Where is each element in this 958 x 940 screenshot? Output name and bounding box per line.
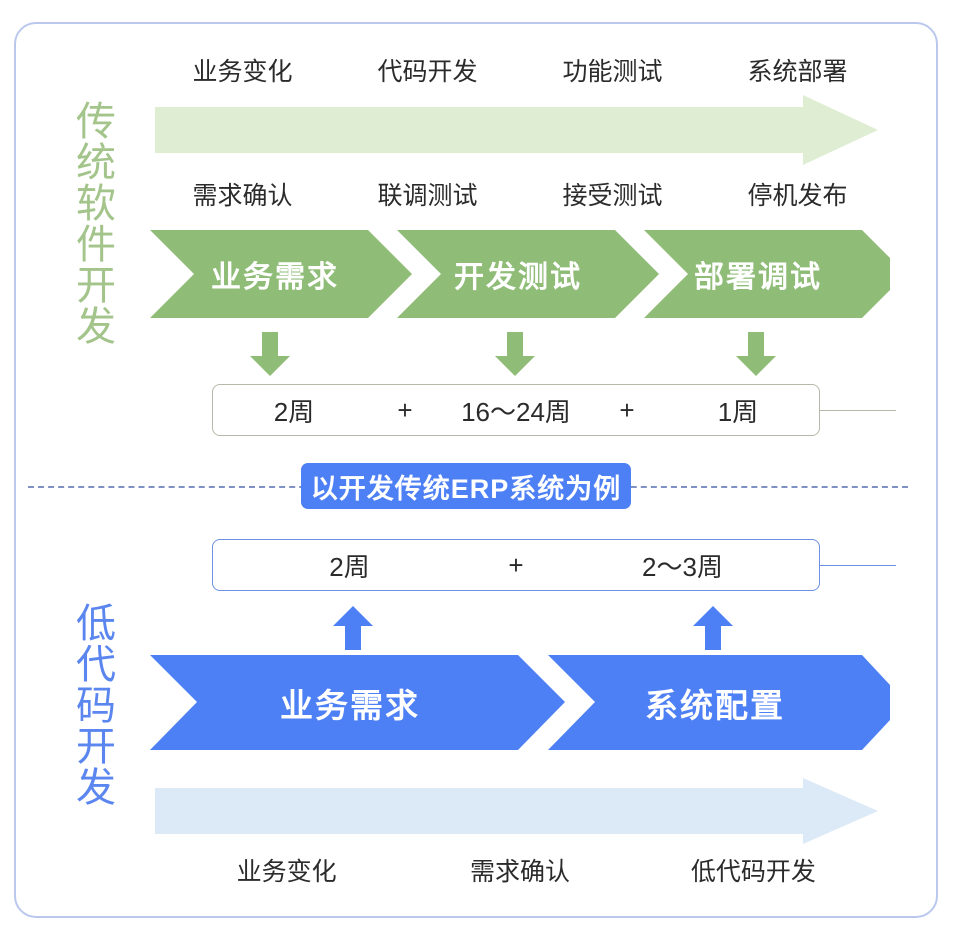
lowcode-duration-tail [820,565,896,566]
lowcode-stage-chevrons: 业务需求 系统配置 [150,655,890,750]
up-arrow-glyph [693,606,733,650]
down-arrow-glyph [495,332,535,376]
up-arrow-glyph [333,606,373,650]
traditional-bottom-captions: 需求确认 联调测试 接受测试 停机发布 [150,176,890,210]
caption-text: 接受测试 [562,182,663,210]
up-arrow-icon-1 [333,606,373,650]
lowcode-duration-box: 2周 + 2～3周 [212,539,820,591]
stage-label: 开发测试 [454,261,582,294]
duration-value: 2周 [273,396,315,427]
section-label-traditional: 传统软件开发 [70,100,114,346]
caption-text: 代码开发 [377,58,478,86]
outer-frame [14,22,938,918]
plus-sign: + [619,394,635,425]
right-arrow-icon [155,778,878,844]
chevron-shape-1 [150,230,412,318]
down-arrow-glyph [736,332,776,376]
down-arrow-icon-2 [495,332,535,376]
caption-text: 需求确认 [469,858,570,886]
caption-text: 系统部署 [747,58,848,86]
chevron-shape-2 [397,230,659,318]
chevron-shapes [150,230,890,318]
down-arrow-icon-3 [736,332,776,376]
section-label-lowcode: 低代码开发 [70,602,114,807]
lowcode-timeline-arrow [155,778,878,844]
stage-label: 业务需求 [211,261,339,294]
lowcode-bottom-captions: 业务变化 需求确认 低代码开发 [170,852,870,886]
up-arrow-icon-2 [693,606,733,650]
caption-text: 联调测试 [377,182,478,210]
caption-text: 功能测试 [562,58,663,86]
duration-value: 2～3周 [642,551,723,582]
chevron-shapes [150,655,890,750]
traditional-duration-tail [820,410,896,411]
caption-text: 停机发布 [747,182,848,210]
stage-label: 系统配置 [645,687,785,724]
chevron-shape-1 [150,655,565,750]
plus-sign: + [397,394,413,425]
chevron-shape-2 [548,655,890,750]
duration-value: 2周 [329,551,370,582]
traditional-duration-box: 2周 + 16～24周 + 1周 [212,384,820,436]
traditional-timeline-arrow [155,95,878,165]
caption-text: 业务变化 [236,858,337,886]
center-badge: 以开发传统ERP系统为例 [301,463,631,509]
duration-value: 1周 [717,396,759,427]
right-arrow-icon [155,95,878,165]
caption-text: 低代码开发 [690,858,816,886]
chevron-shape-3 [644,230,890,318]
plus-sign: + [508,549,524,580]
stage-label: 业务需求 [280,687,420,724]
stage-label: 部署调试 [694,261,822,294]
traditional-top-captions: 业务变化 代码开发 功能测试 系统部署 [150,52,890,86]
caption-text: 业务变化 [192,58,293,86]
down-arrow-icon-1 [250,332,290,376]
down-arrow-glyph [250,332,290,376]
duration-value: 16～24周 [461,396,571,427]
caption-text: 需求确认 [192,182,293,210]
traditional-stage-chevrons: 业务需求 开发测试 部署调试 [150,230,890,318]
